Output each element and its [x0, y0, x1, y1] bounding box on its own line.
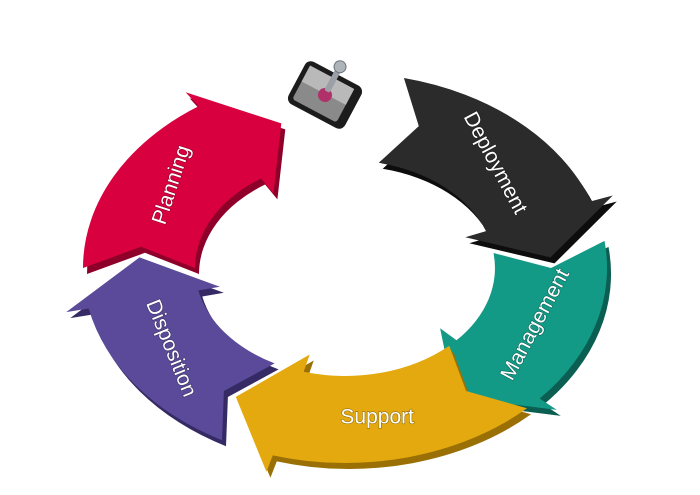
- arrow-body: [378, 78, 613, 258]
- stage-arrow-deployment: Deployment: [378, 78, 617, 264]
- stage-arrow-support: Support: [235, 345, 532, 478]
- stage-arrow-management: Management: [440, 240, 612, 416]
- arrow-body: [440, 240, 608, 410]
- mobile-phone-with-key-icon: [287, 60, 363, 129]
- arrow-body: [235, 345, 528, 472]
- stage-arrow-disposition: Disposition: [66, 257, 279, 447]
- arrow-body: [83, 92, 282, 268]
- stage-arrow-planning: Planning: [83, 92, 286, 274]
- stage-label-support: Support: [340, 406, 414, 429]
- arrow-body: [66, 257, 275, 441]
